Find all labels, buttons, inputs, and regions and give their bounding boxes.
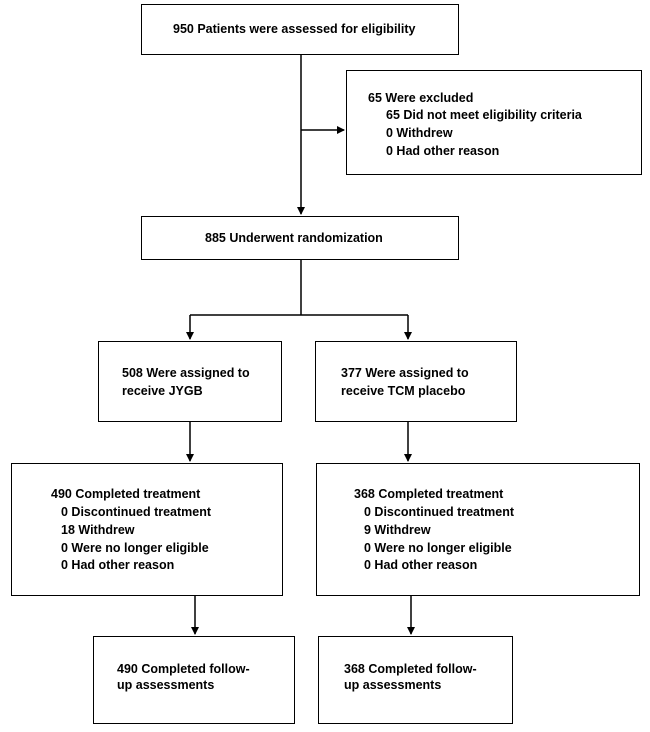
excluded-title: 65 Were excluded (368, 91, 474, 105)
completed-right-title: 368 Completed treatment (354, 487, 504, 501)
completed-left-item: 0 Had other reason (61, 558, 175, 572)
assessed-box (141, 4, 459, 55)
completed-left-item: 0 Were no longer eligible (61, 541, 209, 555)
assigned-left-line2: receive JYGB (122, 384, 203, 398)
excluded-item: 0 Had other reason (386, 144, 500, 158)
completed-right-item: 0 Had other reason (364, 558, 478, 572)
completed-right-item: 0 Discontinued treatment (364, 505, 515, 519)
assigned-left-box (98, 341, 282, 422)
followup-right-line2: up assessments (344, 678, 442, 692)
assigned-left-line1: 508 Were assigned to (122, 366, 250, 380)
completed-left-item: 18 Withdrew (61, 523, 135, 537)
assigned-right-box (315, 341, 517, 422)
excluded-box (346, 70, 642, 175)
completed-left-item: 0 Discontinued treatment (61, 505, 212, 519)
completed-left-title: 490 Completed treatment (51, 487, 201, 501)
followup-left-box (93, 636, 295, 724)
completed-left-box (11, 463, 283, 596)
completed-right-box (316, 463, 640, 596)
followup-left-line1: 490 Completed follow- (117, 662, 250, 676)
completed-right-item: 0 Were no longer eligible (364, 541, 512, 555)
assessed-text: 950 Patients were assessed for eligibili… (173, 22, 416, 36)
followup-left-line2: up assessments (117, 678, 215, 692)
followup-right-line1: 368 Completed follow- (344, 662, 477, 676)
followup-right-box (318, 636, 513, 724)
randomization-box (141, 216, 459, 260)
assigned-right-line2: receive TCM placebo (341, 384, 466, 398)
excluded-item: 0 Withdrew (386, 126, 453, 140)
randomization-text: 885 Underwent randomization (205, 231, 383, 245)
excluded-item: 65 Did not meet eligibility criteria (386, 108, 582, 122)
completed-right-item: 9 Withdrew (364, 523, 431, 537)
assigned-right-line1: 377 Were assigned to (341, 366, 469, 380)
